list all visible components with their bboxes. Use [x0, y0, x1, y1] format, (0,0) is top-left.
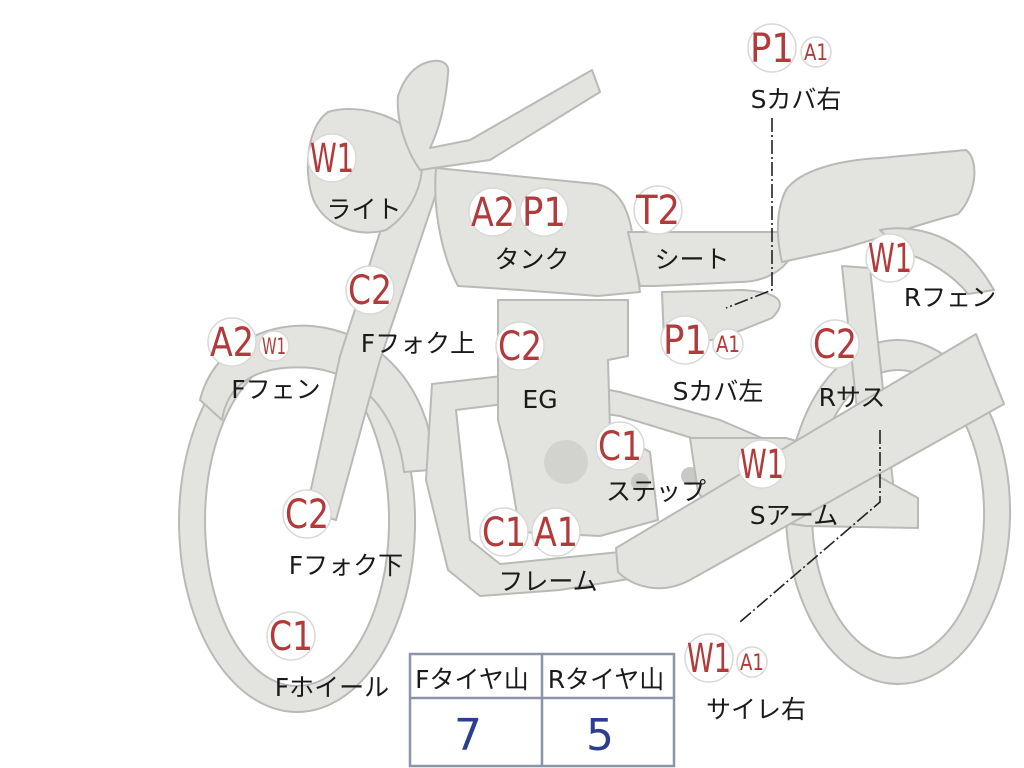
- part-label-frame: フレーム: [498, 567, 597, 596]
- grade-badge: A1: [716, 333, 740, 358]
- footpeg-left-shape: [631, 473, 649, 491]
- part-label-front-fender: Fフェン: [231, 375, 320, 404]
- grade-badge-circle: [595, 421, 645, 471]
- grade-badge-circle: [684, 633, 734, 683]
- grade-badge: C1: [598, 424, 642, 470]
- front-tire-tread-value: 7: [454, 710, 482, 761]
- leader-lines: [725, 118, 881, 623]
- grade-badge: W1: [687, 636, 731, 682]
- leader-muffler-right: [739, 430, 881, 623]
- part-label-swingarm: Sアーム: [750, 501, 839, 530]
- grade-badge: C1: [269, 614, 313, 660]
- motorcycle-silhouette: [178, 59, 1012, 713]
- grade-badge-circle: [282, 489, 332, 539]
- rear-tire-tread-value: 5: [586, 710, 614, 761]
- grade-badge: A1: [740, 651, 764, 676]
- grade-badge: W1: [310, 136, 354, 182]
- part-label-step: ステップ: [606, 477, 706, 506]
- grade-badge-circle: [800, 36, 832, 68]
- part-label-rear-suspension: Rサス: [819, 383, 886, 412]
- grade-badge-circle: [737, 439, 787, 489]
- tire-tread-table: Fタイヤ山 Rタイヤ山 7 5: [408, 652, 676, 768]
- grade-badge-circle: [519, 187, 569, 237]
- leader-side-cover-right: [725, 118, 773, 309]
- part-label-side-cover-right: Sカバ右: [751, 85, 842, 114]
- grade-badge-circle: [307, 133, 357, 183]
- grade-badge-circle: [865, 233, 915, 283]
- grade-badge: P1: [750, 26, 794, 72]
- grade-badge-circle: [633, 185, 683, 235]
- grade-badge-circle: [712, 328, 744, 360]
- grade-badge-circle: [736, 646, 768, 678]
- part-annotation-seat: T2 シート: [633, 185, 730, 274]
- rear-tire-tread-header: Rタイヤ山: [548, 665, 665, 694]
- part-label-front-fork-lower: Fフォク下: [289, 551, 403, 580]
- grade-badge: A1: [804, 41, 828, 66]
- grade-badge-circle: [531, 507, 581, 557]
- part-label-muffler-right: サイレ右: [706, 695, 806, 724]
- grade-badge: A2: [210, 320, 254, 366]
- grade-badge-circle: [495, 321, 545, 371]
- grade-badge: A1: [534, 510, 578, 556]
- grade-badge-circle: [747, 23, 797, 73]
- grade-badge: C2: [498, 324, 542, 370]
- part-annotation-step: C1 ステップ: [595, 421, 706, 506]
- grade-badge: W1: [868, 236, 912, 282]
- grade-badge: C1: [482, 510, 526, 556]
- grade-badge: W1: [740, 442, 784, 488]
- front-tire-tread-header: Fタイヤ山: [415, 665, 529, 694]
- grade-badge: P1: [663, 318, 707, 364]
- grade-badge-circle: [266, 611, 316, 661]
- grade-badge: C2: [285, 492, 329, 538]
- grade-badge-circle: [207, 317, 257, 367]
- part-label-side-cover-left: Sカバ左: [673, 377, 764, 406]
- grade-badge: C2: [813, 322, 857, 368]
- part-label-engine: EG: [522, 385, 557, 414]
- grade-badge: P1: [522, 190, 566, 236]
- part-label-front-fork-upper: Fフォク上: [361, 329, 475, 358]
- grade-badge: C2: [348, 268, 392, 314]
- grade-badge-circle: [479, 507, 529, 557]
- part-label-light: ライト: [326, 195, 401, 224]
- grade-badge-circle: [258, 330, 290, 362]
- part-label-seat: シート: [654, 245, 729, 274]
- grade-badge: W1: [262, 335, 286, 360]
- handlebar-shape: [396, 59, 601, 171]
- muffler-shape: [615, 333, 1005, 590]
- grade-badge: T2: [635, 188, 680, 234]
- part-annotation-light: W1 ライト: [307, 133, 402, 224]
- grade-badge-circle: [468, 187, 518, 237]
- grade-badge-circle: [810, 319, 860, 369]
- grade-badge-circle: [660, 315, 710, 365]
- engine-cover-shape: [544, 440, 588, 484]
- part-annotation-muffler-right: W1 A1 サイレ右: [684, 633, 806, 724]
- part-label-rear-fender: Rフェン: [904, 283, 996, 312]
- part-label-tank: タンク: [494, 245, 569, 274]
- rear-cowl-shape: [776, 149, 976, 263]
- part-label-front-wheel: Fホイール: [275, 673, 389, 702]
- grade-badge-circle: [345, 265, 395, 315]
- grade-badge: A2: [471, 190, 515, 236]
